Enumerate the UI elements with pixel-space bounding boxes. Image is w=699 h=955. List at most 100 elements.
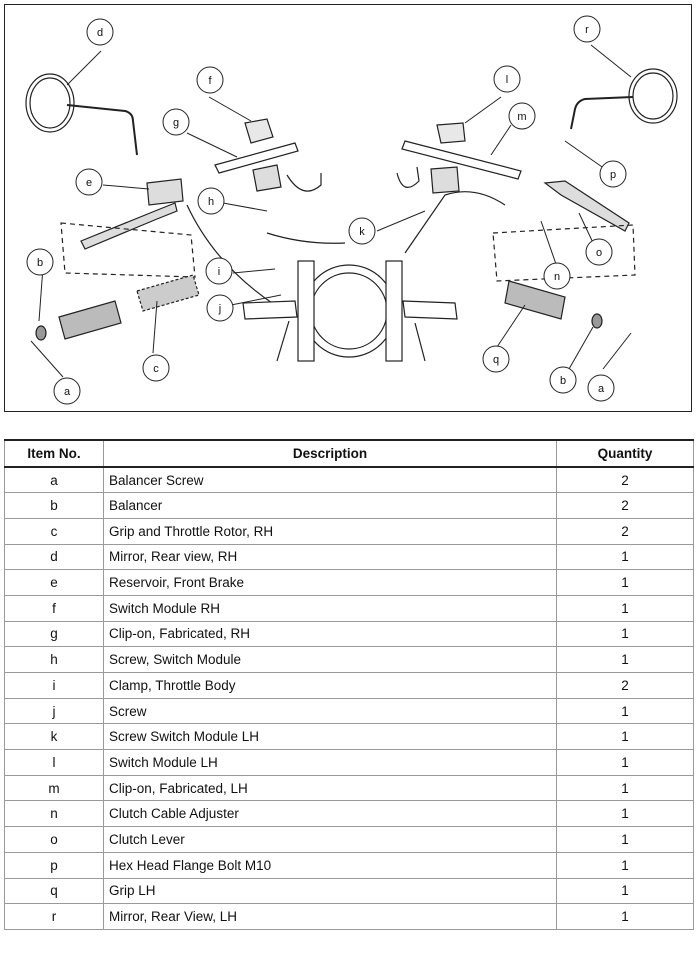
callout-circle [53,377,81,405]
quantity-cell: 1 [556,723,694,751]
description-cell: Clip-on, Fabricated, LH [103,774,557,802]
callout-label: l [506,74,508,86]
quantity-cell: 2 [556,492,694,519]
quantity-cell: 2 [556,517,694,545]
item-no-cell: m [4,774,104,802]
callout-label: b [37,257,43,269]
callout-circle [348,217,376,245]
callout-label: k [359,226,365,238]
table-header-row: Item No. Description Quantity [4,439,694,468]
callout-label: a [64,386,71,398]
brake-reservoir [146,178,184,206]
callout-circle [206,294,234,322]
callout-label: a [598,383,605,395]
item-no-cell: c [4,517,104,545]
callout-b: b [26,248,54,276]
callout-label: g [173,117,179,129]
quantity-cell: 1 [556,646,694,673]
callout-e: e [75,168,103,196]
callout-circle [86,18,114,46]
headlamp [302,264,396,358]
callout-label: c [153,363,159,375]
callout-q: q [482,345,510,373]
quantity-cell: 1 [556,826,694,853]
callout-i: i [205,257,233,285]
item-no-cell: d [4,543,104,571]
callout-label: m [517,111,526,123]
item-no-cell: h [4,646,104,673]
item-no-cell: a [4,466,104,494]
callout-circle [573,15,601,43]
callout-d: d [86,18,114,46]
quantity-cell: 2 [556,466,694,494]
callout-n: n [543,262,571,290]
callout-label: e [86,177,92,189]
description-cell: Screw Switch Module LH [103,723,557,751]
item-no-cell: q [4,877,104,905]
item-no-cell: p [4,851,104,879]
callout-a: a [53,377,81,405]
item-no-cell: k [4,723,104,751]
description-cell: Reservoir, Front Brake [103,569,557,596]
quantity-cell: 1 [556,774,694,802]
clip-on-rh [214,142,299,174]
callout-circle [508,102,536,130]
description-cell: Screw, Switch Module [103,646,557,673]
callout-g: g [162,108,190,136]
callout-circle [482,345,510,373]
quantity-cell: 1 [556,543,694,571]
callout-circle [197,187,225,215]
description-cell: Grip LH [103,877,557,905]
callout-j: j [206,294,234,322]
item-no-cell: l [4,749,104,776]
header-quantity: Quantity [556,439,694,468]
item-no-cell: b [4,492,104,519]
item-no-cell: n [4,800,104,828]
item-no-cell: g [4,620,104,648]
callout-circle [142,354,170,382]
callout-circle [549,366,577,394]
description-cell: Switch Module LH [103,749,557,776]
callout-circle [543,262,571,290]
description-cell: Mirror, Rear View, LH [103,903,557,930]
description-cell: Balancer [103,492,557,519]
callout-k: k [348,217,376,245]
description-cell: Hex Head Flange Bolt M10 [103,851,557,879]
callout-circle [587,374,615,402]
clip-on-lh [401,140,522,180]
callout-circle [599,160,627,188]
description-cell: Switch Module RH [103,594,557,622]
callout-h: h [197,187,225,215]
switch-module-rh [244,118,274,144]
item-no-cell: j [4,697,104,725]
header-item-no: Item No. [4,439,104,468]
quantity-cell: 2 [556,672,694,699]
callout-label: q [493,354,499,366]
callout-l: l [493,65,521,93]
quantity-cell: 1 [556,851,694,879]
quantity-cell: 1 [556,594,694,622]
mirror-rh-glass [25,73,75,133]
callout-c: c [142,354,170,382]
description-cell: Grip and Throttle Rotor, RH [103,517,557,545]
quantity-cell: 1 [556,800,694,828]
callout-label: j [218,303,221,315]
description-cell: Clutch Lever [103,826,557,853]
callout-f: f [196,66,224,94]
callout-label: r [585,24,589,36]
quantity-cell: 1 [556,697,694,725]
